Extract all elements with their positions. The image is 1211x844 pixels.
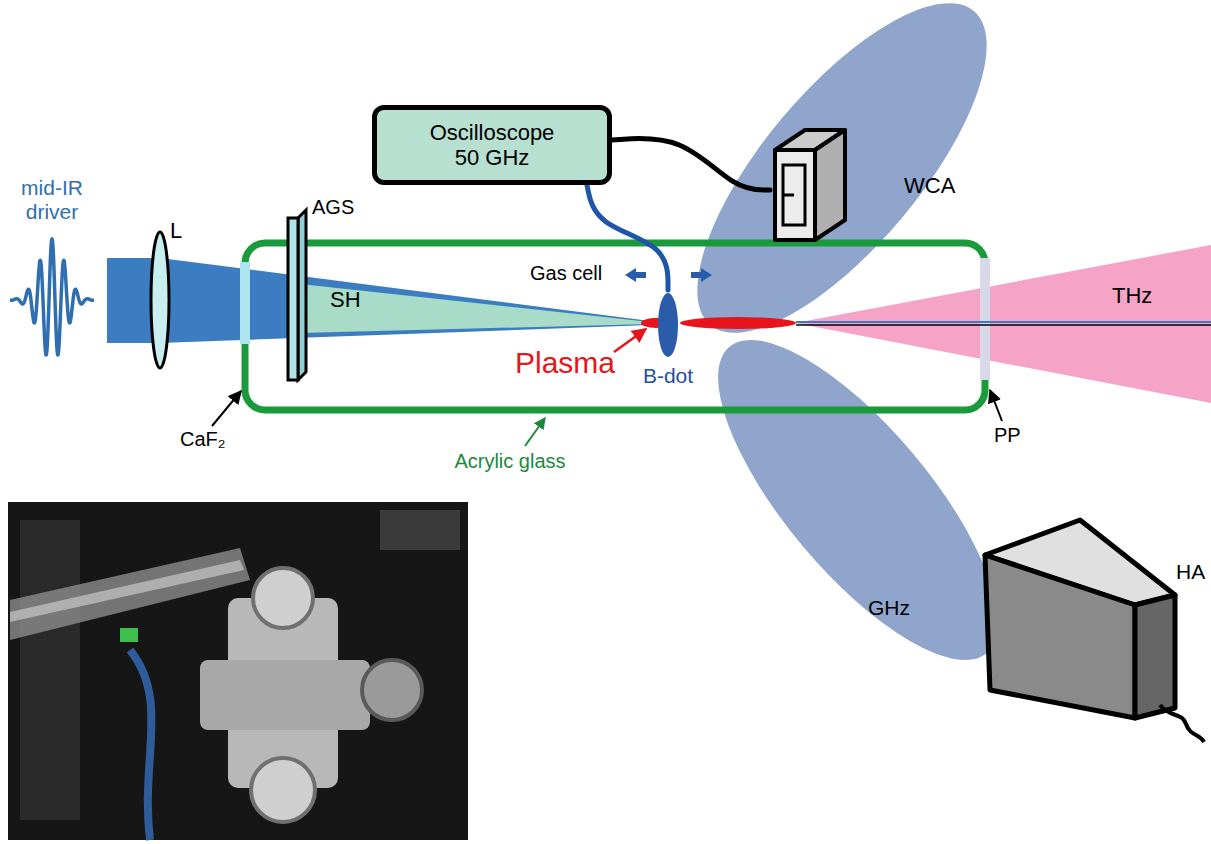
beam-label: GHz bbox=[868, 596, 910, 620]
plasma bbox=[680, 317, 796, 329]
detector-symbol bbox=[770, 125, 852, 247]
part-label: AGS bbox=[312, 196, 354, 219]
mid-ir-beam bbox=[107, 258, 650, 343]
part-label: Plasma bbox=[515, 346, 615, 381]
beam-line bbox=[796, 324, 1211, 326]
antenna-cable bbox=[1160, 705, 1204, 742]
sh-beam bbox=[300, 284, 650, 333]
bdot-probe: B-dot bbox=[643, 290, 693, 388]
thz-beam bbox=[795, 245, 1211, 403]
leader-arrow bbox=[614, 329, 646, 352]
detector-box: WCA bbox=[770, 125, 955, 247]
part-label: PP bbox=[994, 424, 1021, 447]
setup-photo bbox=[8, 502, 468, 840]
part-label: L bbox=[170, 218, 182, 243]
scan-arrow bbox=[625, 268, 646, 282]
leader-arrow bbox=[525, 418, 545, 446]
leader-arrow bbox=[990, 390, 1002, 421]
ags-crystal bbox=[288, 218, 298, 380]
oscilloscope-box: Oscilloscope 50 GHz bbox=[372, 105, 612, 185]
lens-symbol bbox=[151, 232, 169, 368]
node-text: WCA bbox=[904, 173, 955, 198]
bdot-loop bbox=[655, 290, 681, 360]
leader-arrow bbox=[212, 391, 241, 426]
part-label: CaF₂ bbox=[180, 428, 226, 451]
caf2-window bbox=[240, 262, 250, 344]
pulse-waveform bbox=[10, 239, 94, 355]
part-label: HA bbox=[1176, 560, 1205, 584]
signal-cable bbox=[612, 138, 770, 190]
pp-window bbox=[980, 258, 990, 380]
beam-line bbox=[796, 321, 1211, 323]
scan-arrow bbox=[691, 268, 712, 282]
gas-cell-outline bbox=[245, 243, 985, 410]
horn-antenna bbox=[985, 555, 1135, 718]
part-label: Acrylic glass bbox=[454, 450, 565, 473]
beam-label: SH bbox=[330, 287, 361, 312]
part-label: Gas cell bbox=[530, 262, 602, 285]
beam-label: THz bbox=[1112, 283, 1152, 308]
node-text: Oscilloscope 50 GHz bbox=[422, 120, 562, 171]
horn-antenna bbox=[1135, 595, 1175, 718]
beam-label: mid-IR driver bbox=[10, 176, 94, 224]
node-text: B-dot bbox=[643, 364, 693, 388]
